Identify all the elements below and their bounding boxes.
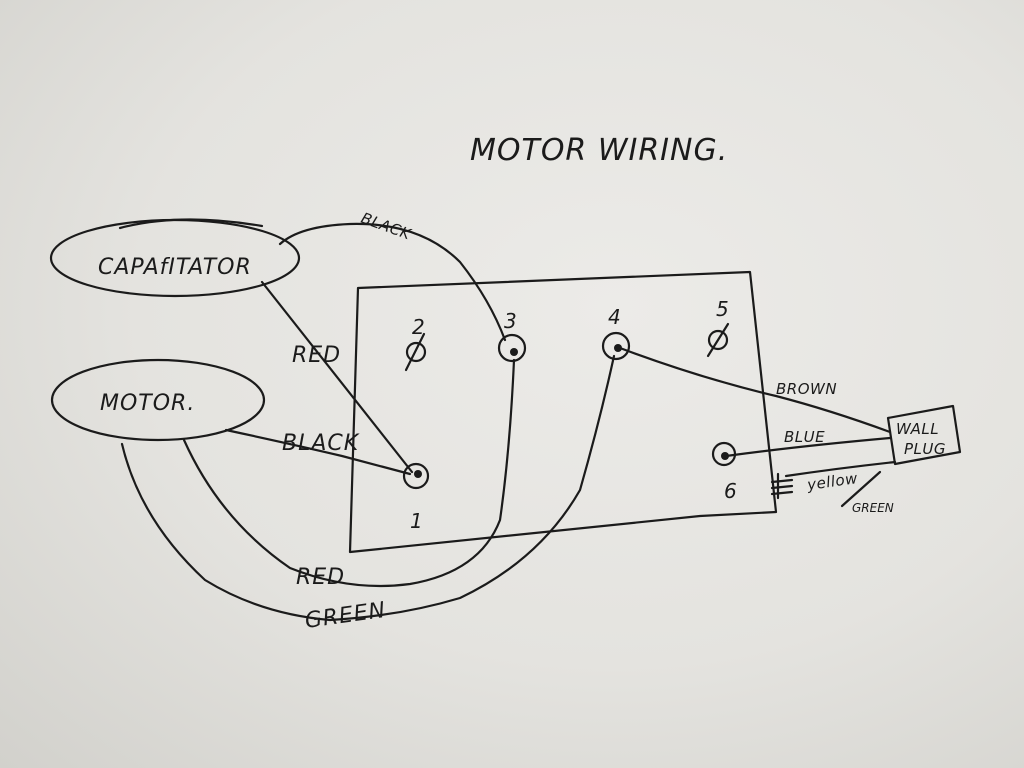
label-blue-plug-to-6: BLUE: [784, 428, 825, 446]
label-earth-green: GREEN: [852, 501, 894, 515]
terminal-box-outline: [348, 270, 778, 554]
label-brown-plug-to-4: BROWN: [776, 380, 837, 398]
terminal-5-unused: [706, 322, 730, 358]
terminal-5-number: 5: [716, 297, 729, 321]
wire-motor-to-1: [224, 428, 412, 476]
label-red-motor-to-3: RED: [296, 565, 345, 590]
wall-plug-box: [886, 404, 962, 466]
diagram-title: MOTOR WIRING.: [470, 133, 728, 168]
label-red-cap-to-1: RED: [292, 343, 341, 368]
wire-motor-to-4: [120, 354, 616, 622]
wall-plug-label-line2: PLUG: [904, 440, 946, 458]
earth-label-slash: [840, 470, 882, 508]
terminal-1: [402, 462, 430, 490]
capacitor-stroke: [118, 218, 264, 230]
terminal-3-number: 3: [504, 309, 517, 333]
earth-symbol: [770, 472, 794, 500]
terminal-2-unused: [404, 332, 427, 372]
wall-plug-label-line1: WALL: [896, 420, 939, 438]
motor-label: MOTOR.: [100, 391, 195, 416]
terminal-4-number: 4: [608, 305, 621, 329]
terminal-2-number: 2: [412, 315, 425, 339]
label-black-cap-to-3: BLACK: [359, 209, 414, 244]
wire-capacitor-to-3: [278, 222, 507, 342]
label-black-motor-to-1: BLACK: [282, 431, 360, 456]
label-green-motor-to-4: GREEN: [303, 598, 387, 634]
capacitor-label: CAPAfITATOR: [98, 255, 252, 280]
terminal-4: [601, 331, 631, 361]
wire-plug-to-6: [724, 436, 892, 458]
terminal-6: [711, 441, 737, 467]
terminal-3: [497, 333, 527, 363]
terminal-1-number: 1: [410, 509, 423, 533]
wire-capacitor-to-1: [260, 280, 414, 474]
wire-earth: [784, 460, 897, 478]
wire-plug-to-4: [618, 346, 892, 434]
terminal-6-number: 6: [724, 479, 737, 503]
wire-motor-to-3: [182, 358, 516, 588]
motor-ellipse: [50, 358, 266, 442]
